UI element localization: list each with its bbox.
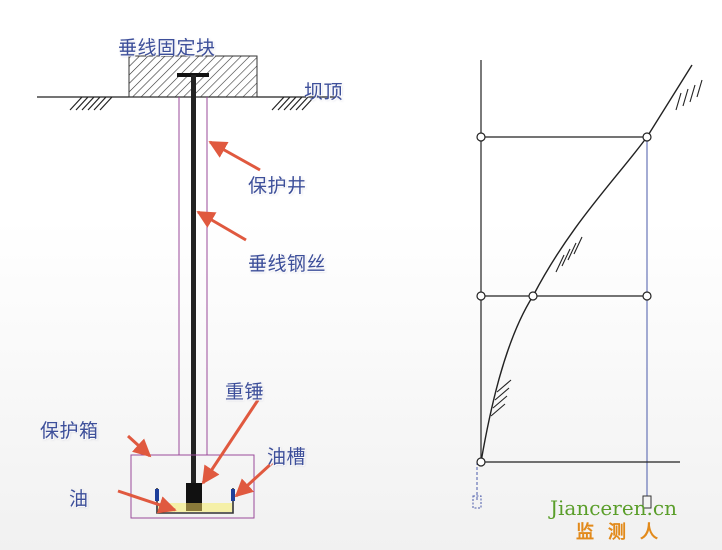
dam-crest-ground	[37, 96, 338, 111]
label-protection-box: 保护箱	[40, 420, 99, 442]
logo-latin-text: Jianceren.cn	[550, 496, 677, 520]
protection-well	[178, 97, 208, 455]
label-oil-tank: 油槽	[267, 446, 307, 468]
arrow-weight	[201, 399, 260, 485]
plumb-weight	[186, 483, 202, 511]
plumb-wire	[191, 75, 196, 485]
arrow-oil	[117, 489, 177, 514]
label-protection-well: 保护井	[248, 175, 307, 197]
arrow-protection-well	[208, 140, 261, 172]
arrow-oil-tank	[234, 461, 274, 498]
label-oil: 油	[69, 488, 89, 510]
label-plumb-wire: 垂线钢丝	[248, 253, 327, 275]
deflection-schematic	[472, 60, 703, 509]
label-dam-crest: 坝顶	[304, 81, 344, 103]
logo-chinese-text: 监测人	[576, 522, 672, 543]
arrow-protection-box	[126, 434, 152, 458]
arrow-plumb-wire	[196, 210, 247, 242]
label-weight: 重锤	[225, 381, 265, 403]
site-logo: Jianceren.cn 监测人	[540, 488, 700, 548]
label-fixed-block: 垂线固定块	[118, 37, 216, 59]
